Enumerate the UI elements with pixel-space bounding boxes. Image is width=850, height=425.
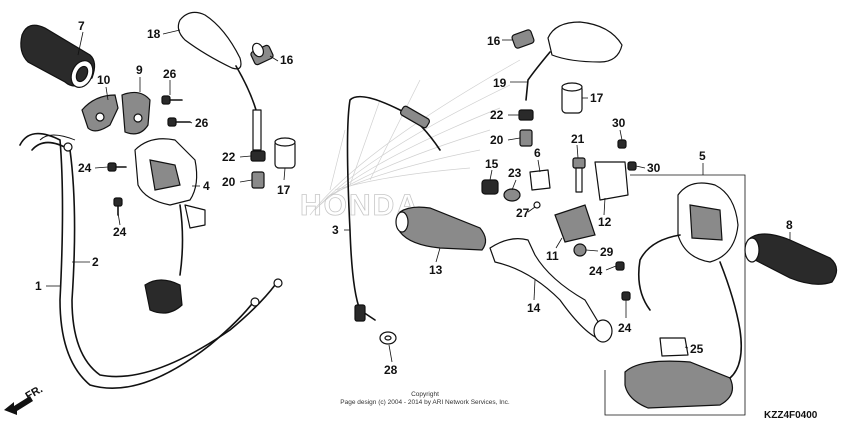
callout-16[interactable]: 16 (487, 34, 501, 48)
part-throttle-housing-9[interactable] (121, 91, 151, 135)
part-screw-24a[interactable] (107, 162, 127, 172)
callout-9[interactable]: 9 (136, 63, 143, 77)
callout-4[interactable]: 4 (203, 179, 210, 193)
part-cap-17b[interactable] (561, 82, 583, 114)
part-screw-27[interactable] (533, 201, 541, 209)
part-bracket-12[interactable] (594, 161, 629, 201)
diagram-code: KZZ4F0400 (764, 410, 818, 421)
callout-26[interactable]: 26 (195, 116, 209, 130)
part-throttle-housing-10[interactable] (81, 94, 119, 132)
part-screw-30b[interactable] (627, 161, 637, 171)
callout-16[interactable]: 16 (280, 53, 294, 67)
part-bolt-15[interactable] (481, 179, 499, 195)
part-connector-cover[interactable] (624, 261, 743, 409)
part-washer-22b[interactable] (518, 109, 534, 121)
callout-24[interactable]: 24 (618, 321, 632, 335)
front-direction-label: FR. (24, 383, 45, 402)
arrow-left-icon (4, 396, 33, 415)
callout-8[interactable]: 8 (786, 218, 793, 232)
part-switch-6[interactable] (529, 169, 551, 191)
part-nut-29[interactable] (573, 243, 587, 257)
part-mirror-cap-left[interactable] (250, 42, 274, 66)
callout-1[interactable]: 1 (35, 279, 42, 293)
part-left-grip[interactable] (20, 24, 97, 91)
part-screw-24d[interactable] (621, 291, 631, 301)
part-screw-24c[interactable] (615, 261, 625, 271)
callout-27[interactable]: 27 (516, 206, 530, 220)
callout-13[interactable]: 13 (429, 263, 443, 277)
part-throttle-grip[interactable] (395, 206, 487, 251)
callout-30[interactable]: 30 (647, 161, 661, 175)
part-washer-28[interactable] (379, 331, 397, 345)
wing-watermark-icon (309, 59, 521, 216)
part-switch-11[interactable] (554, 204, 596, 243)
callout-28[interactable]: 28 (384, 363, 398, 377)
part-brake-lever[interactable] (489, 238, 613, 343)
part-cap-17a[interactable] (274, 137, 296, 169)
part-bolt-21[interactable] (572, 157, 586, 193)
part-screw-30a[interactable] (617, 139, 627, 149)
part-nut-20b[interactable] (519, 129, 533, 147)
callout-22[interactable]: 22 (222, 150, 236, 164)
callout-20[interactable]: 20 (490, 133, 504, 147)
callout-24[interactable]: 24 (589, 264, 603, 278)
part-throttle-cables[interactable] (19, 132, 283, 389)
callout-29[interactable]: 29 (600, 245, 614, 259)
callout-6[interactable]: 6 (534, 146, 541, 160)
callout-3[interactable]: 3 (332, 223, 339, 237)
copyright-text: Page design (c) 2004 - 2014 by ARI Netwo… (340, 399, 510, 406)
callout-17[interactable]: 17 (277, 183, 291, 197)
callout-22[interactable]: 22 (490, 108, 504, 122)
callout-21[interactable]: 21 (571, 132, 585, 146)
front-direction: FR. (4, 383, 45, 415)
callout-10[interactable]: 10 (97, 73, 111, 87)
callout-12[interactable]: 12 (598, 215, 612, 229)
part-mirror-cap-right[interactable] (511, 29, 535, 49)
part-left-mirror[interactable] (177, 11, 262, 151)
callout-19[interactable]: 19 (493, 76, 507, 90)
callout-2[interactable]: 2 (92, 255, 99, 269)
part-screw-26a[interactable] (161, 95, 183, 105)
callout-14[interactable]: 14 (527, 301, 541, 315)
part-clutch-cable[interactable] (346, 95, 441, 322)
part-screw-24b[interactable] (113, 197, 123, 216)
part-screw-26b[interactable] (167, 117, 191, 127)
callout-17[interactable]: 17 (590, 91, 604, 105)
callout-15[interactable]: 15 (485, 157, 499, 171)
part-right-grip[interactable] (744, 233, 838, 285)
callout-30[interactable]: 30 (612, 116, 626, 130)
copyright-title: Copyright (411, 391, 439, 398)
callout-24[interactable]: 24 (78, 161, 92, 175)
part-pivot-23[interactable] (503, 188, 521, 202)
callout-25[interactable]: 25 (690, 342, 704, 356)
part-nut-20a[interactable] (251, 171, 265, 189)
callout-labels: 7 18 16 10 9 26 26 22 20 17 24 4 24 2 1 … (35, 19, 793, 377)
part-left-switch[interactable] (134, 138, 206, 314)
callout-5[interactable]: 5 (699, 149, 706, 163)
callout-26[interactable]: 26 (163, 67, 177, 81)
assembly-boundary (604, 174, 746, 416)
part-washer-22a[interactable] (250, 150, 266, 162)
callout-23[interactable]: 23 (508, 166, 522, 180)
part-right-switch[interactable] (637, 182, 739, 311)
callout-24[interactable]: 24 (113, 225, 127, 239)
callout-lines (46, 29, 791, 363)
part-right-mirror[interactable] (525, 21, 623, 101)
callout-11[interactable]: 11 (546, 249, 559, 263)
callout-18[interactable]: 18 (147, 27, 161, 41)
callout-7[interactable]: 7 (78, 19, 85, 33)
watermark: HONDA (300, 59, 521, 222)
callout-20[interactable]: 20 (222, 175, 236, 189)
